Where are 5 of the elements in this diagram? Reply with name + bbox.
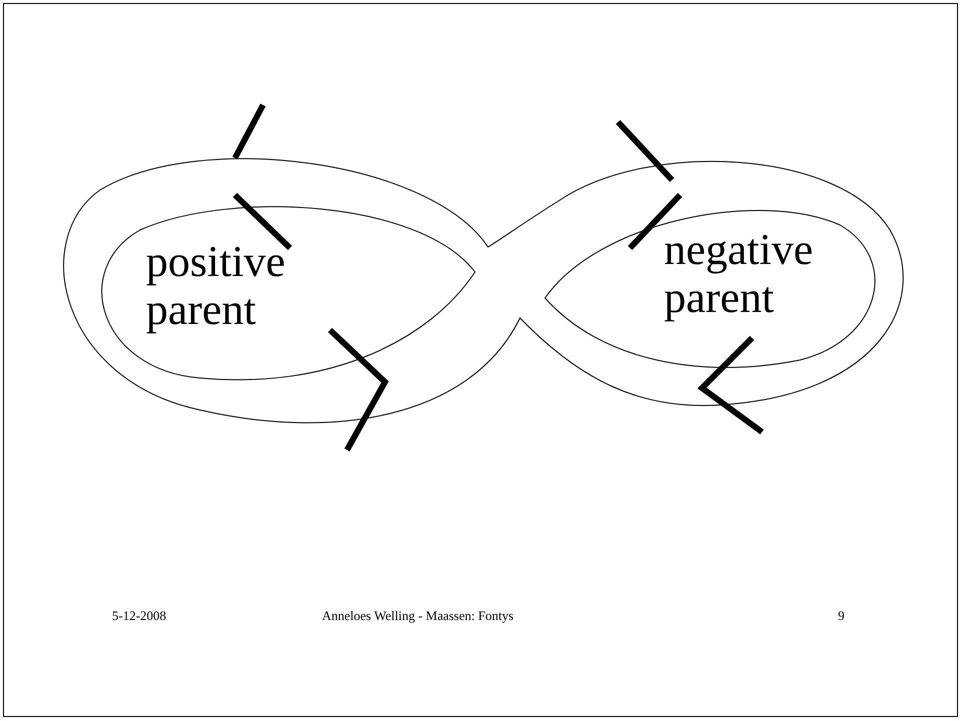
footer-text: 5-12-2008: [112, 607, 166, 625]
node-label: positive parent: [146, 238, 286, 334]
footer-text: 9: [838, 607, 844, 625]
node-label: negative parent: [664, 226, 814, 322]
footer-text: Anneloes Welling - Maassen: Fontys: [322, 607, 514, 625]
